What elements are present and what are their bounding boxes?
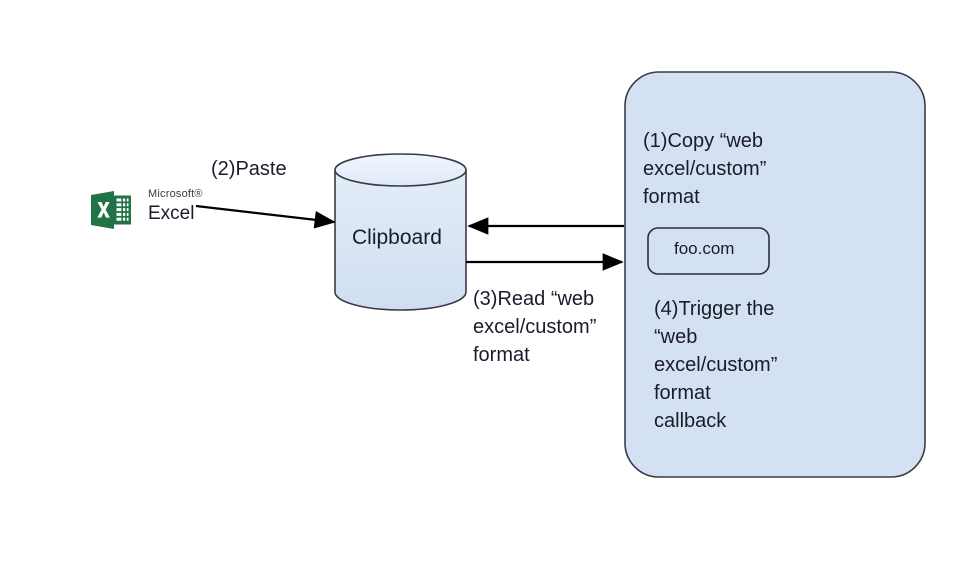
clipboard-cylinder — [334, 153, 467, 311]
trigger-step-label: (4)Trigger the “web excel/custom” format… — [654, 298, 778, 432]
paste-edge-label: (2)Paste — [211, 158, 287, 180]
read-edge-label: (3)Read “web excel/custom” format — [473, 288, 597, 366]
copy-step-label: (1)Copy “web excel/custom” format — [643, 130, 767, 208]
excel-product-label: Excel — [148, 203, 195, 224]
clipboard-node-label: Clipboard — [352, 226, 442, 249]
excel-to-clipboard-arrow — [195, 204, 336, 229]
site-origin-box — [647, 227, 770, 275]
site-origin-label: foo.com — [674, 239, 735, 258]
excel-brand-label: Microsoft® — [148, 188, 203, 200]
microsoft-excel-icon — [90, 188, 132, 232]
browser-page-box — [624, 71, 926, 478]
